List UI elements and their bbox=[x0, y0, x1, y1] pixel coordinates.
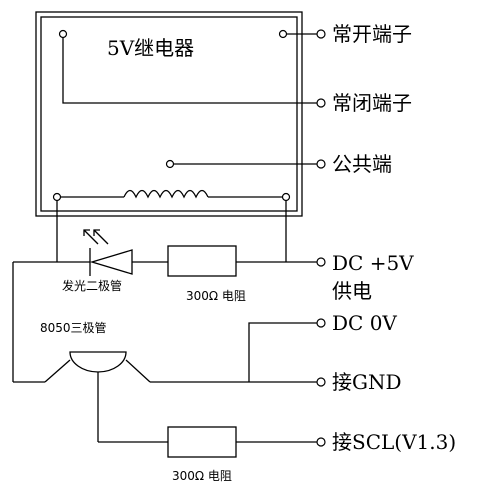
label-power-supply: 供电 bbox=[332, 279, 372, 303]
scl-terminal bbox=[316, 437, 326, 447]
led-arrowhead-2 bbox=[93, 229, 100, 236]
transistor-right-leg bbox=[125, 359, 151, 383]
led-arrow-1 bbox=[83, 229, 99, 245]
transistor-body bbox=[69, 351, 127, 373]
label-common: 公共端 bbox=[332, 152, 392, 176]
coil-right-point bbox=[281, 192, 291, 202]
label-transistor: 8050三极管 bbox=[40, 320, 107, 335]
label-resistor-bottom: 300Ω 电阻 bbox=[172, 469, 232, 483]
resistor-bottom bbox=[167, 426, 237, 458]
label-dc0v: DC 0V bbox=[332, 311, 397, 335]
nc-wire bbox=[62, 38, 317, 104]
common-terminal bbox=[316, 159, 326, 169]
label-normally-closed: 常闭端子 bbox=[332, 91, 412, 115]
label-dc5v: DC +5V bbox=[332, 251, 414, 275]
relay-title: 5V继电器 bbox=[107, 36, 194, 60]
common-contact-point bbox=[165, 159, 175, 169]
transistor-left-leg bbox=[44, 359, 71, 383]
coil-left-point bbox=[52, 192, 62, 202]
coil-winding bbox=[123, 189, 209, 199]
no-terminal bbox=[316, 29, 326, 39]
label-resistor-top: 300Ω 电阻 bbox=[186, 289, 246, 303]
label-gnd: 接GND bbox=[332, 370, 402, 394]
led-arrowhead-1 bbox=[83, 229, 90, 236]
nc-terminal bbox=[316, 98, 326, 108]
label-normally-open: 常开端子 bbox=[332, 22, 412, 46]
relay-inner-border bbox=[40, 16, 298, 212]
dc0v-wire bbox=[248, 322, 317, 382]
label-scl: 接SCL(V1.3) bbox=[332, 430, 456, 454]
no-contact-point bbox=[278, 29, 288, 39]
led-arrow-2 bbox=[93, 229, 109, 245]
gnd-terminal bbox=[316, 377, 326, 387]
label-led: 发光二极管 bbox=[62, 278, 122, 293]
led-triangle bbox=[89, 249, 133, 275]
resistor-top bbox=[167, 245, 237, 277]
dc5v-terminal bbox=[316, 257, 326, 267]
nc-contact-point bbox=[58, 29, 68, 39]
dc0v-terminal bbox=[316, 318, 326, 328]
relay-outer-border bbox=[35, 11, 303, 217]
